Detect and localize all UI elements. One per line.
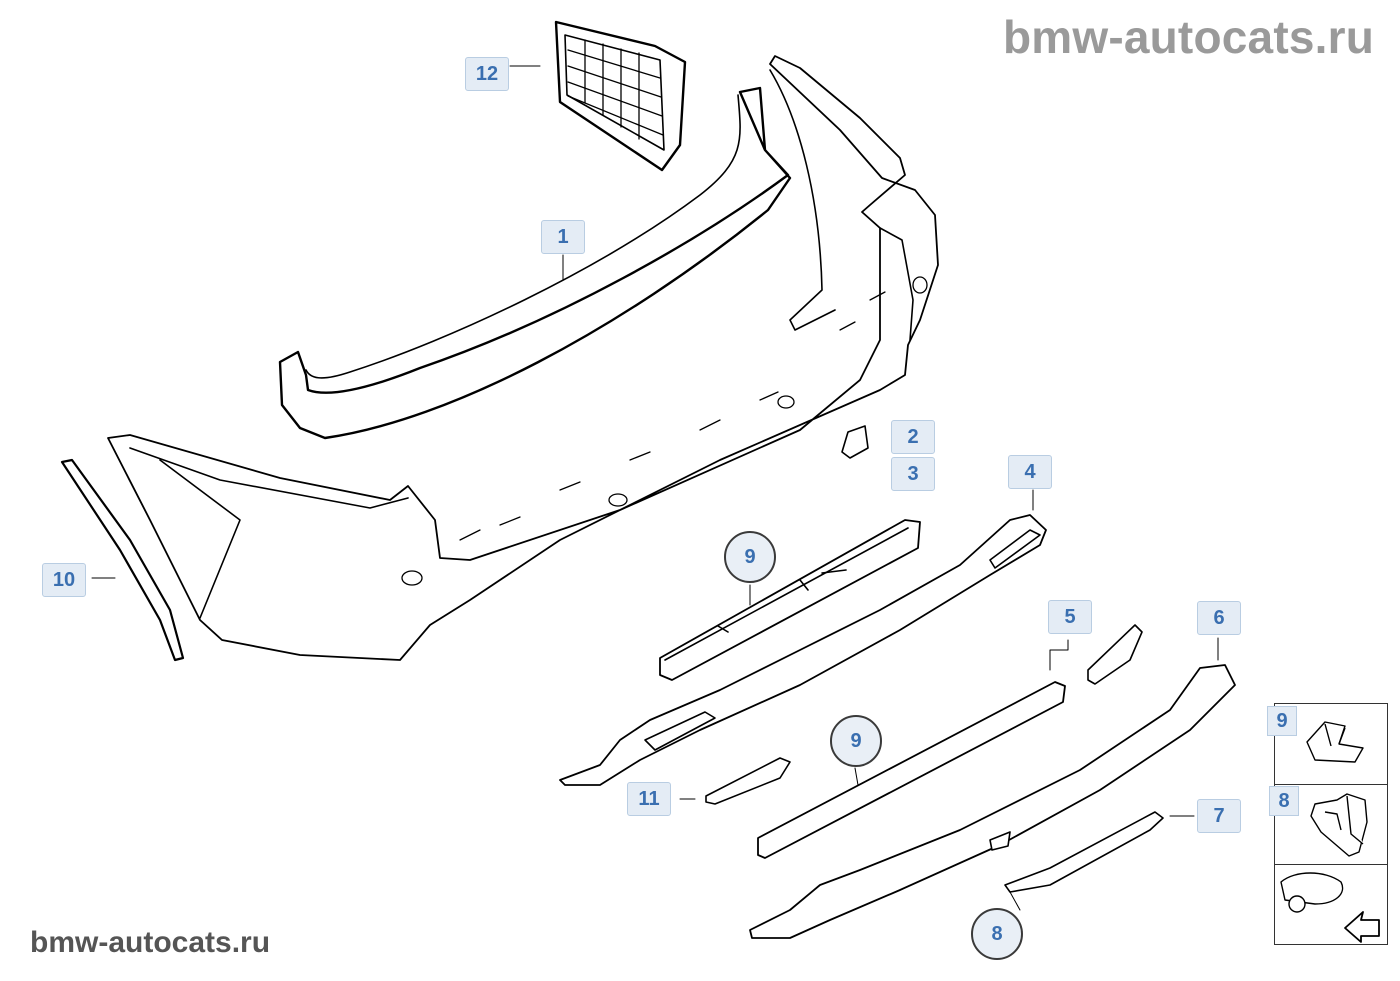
panel-separator — [1275, 864, 1387, 865]
panel-item-8-label: 8 — [1269, 786, 1299, 816]
part-9-upper-bar — [659, 519, 921, 681]
clip-9-icon — [1306, 721, 1364, 763]
callout-12: 12 — [465, 57, 509, 91]
car-location-icon — [1280, 872, 1380, 943]
part-5-flat-bar — [757, 624, 1143, 859]
part-11-trim — [705, 757, 791, 805]
callout-6: 6 — [1197, 601, 1241, 635]
part-2-cap — [841, 425, 869, 459]
callout-7: 7 — [1197, 799, 1241, 833]
part-6-diffuser — [749, 664, 1236, 939]
callout-11: 11 — [627, 782, 671, 816]
callout-10: 10 — [42, 563, 86, 597]
callout-4: 4 — [1008, 455, 1052, 489]
watermark-top: bmw-autocats.ru — [1002, 11, 1374, 63]
callout-2: 2 — [891, 420, 935, 454]
part-4-lower-trim — [559, 514, 1047, 786]
part-12-vent-grille — [554, 20, 687, 172]
callout-9-upper: 9 — [724, 531, 776, 583]
callout-8: 8 — [971, 908, 1023, 960]
detail-panel: 9 8 — [1267, 703, 1388, 945]
watermark-bottom: bmw-autocats.ru — [30, 926, 271, 959]
part-10-side-strip — [60, 458, 185, 662]
panel-illustrations — [1280, 721, 1380, 943]
panel-separator — [1275, 784, 1387, 785]
callout-1: 1 — [541, 220, 585, 254]
callout-5: 5 — [1048, 600, 1092, 634]
bracket-8-icon — [1310, 793, 1368, 857]
panel-item-9-label: 9 — [1267, 706, 1297, 736]
part-1-upper-trim — [278, 86, 792, 440]
part-7-trim — [1004, 811, 1164, 893]
callout-9-lower: 9 — [830, 715, 882, 767]
callout-3: 3 — [891, 457, 935, 491]
bumper-cover — [107, 55, 939, 661]
